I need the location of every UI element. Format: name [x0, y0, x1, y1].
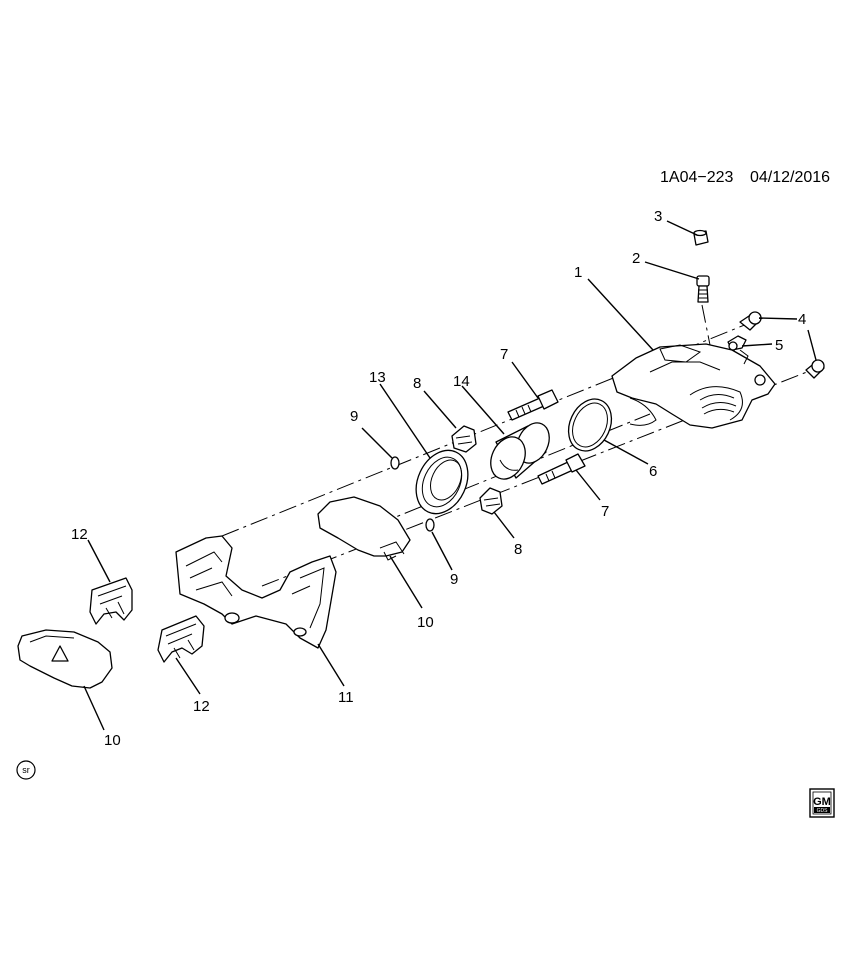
callout-2: 2 [632, 250, 640, 267]
caliper-piston [490, 422, 550, 480]
guide-pin-lower [537, 453, 586, 485]
caliper-bracket [175, 535, 337, 649]
warning-triangle-icon [51, 645, 69, 662]
callout-5: 5 [775, 337, 783, 354]
callout-9-lower: 9 [450, 571, 458, 588]
callout-9-upper: 9 [350, 408, 358, 425]
callout-4-upper: 4 [798, 311, 806, 328]
callout-6: 6 [649, 463, 657, 480]
caliper-bolt-upper [739, 311, 762, 331]
callout-7-lower: 7 [601, 503, 609, 520]
bushing-upper [390, 456, 400, 470]
brake-pad-inner [317, 496, 411, 561]
caliper-housing [611, 343, 776, 429]
corner-badge-text: sr [22, 765, 30, 775]
callout-10-inner-pad: 10 [417, 614, 434, 631]
callout-12-upper: 12 [71, 526, 88, 543]
drawing-code: 1A04−223 [660, 169, 734, 186]
pad-clip-lower [157, 615, 205, 663]
gm-logo-secondary: GDS [817, 808, 829, 814]
guide-pin-upper [507, 389, 559, 421]
brake-pad-outer [17, 629, 113, 689]
piston-dust-seal [415, 449, 469, 515]
brake-hose-fitting [727, 335, 747, 351]
leader-lines [83, 220, 817, 731]
drawing-date: 04/12/2016 [750, 169, 830, 186]
callout-1: 1 [574, 264, 582, 281]
callout-13: 13 [369, 369, 386, 386]
bleeder-cap [693, 229, 709, 246]
corner-badge: sr [16, 760, 36, 780]
callout-7-upper: 7 [500, 346, 508, 363]
bleeder-valve [696, 275, 710, 303]
callout-8-upper: 8 [413, 375, 421, 392]
piston-seal-ring [567, 398, 613, 452]
caliper-bolt-lower [805, 359, 825, 379]
gm-logo-primary: GM [813, 796, 831, 808]
callout-10-outer-pad: 10 [104, 732, 121, 749]
guide-pin-boot-upper [451, 425, 477, 453]
pad-clip-upper [89, 577, 133, 625]
bushing-lower [425, 518, 435, 532]
gm-logo: GM GDS [809, 788, 835, 818]
callout-11: 11 [338, 689, 354, 706]
callout-14: 14 [453, 373, 470, 390]
callout-3: 3 [654, 208, 662, 225]
guide-pin-boot-lower [479, 487, 503, 515]
callout-12-lower: 12 [193, 698, 210, 715]
callout-labels: 1 2 3 4 4 5 6 7 7 8 8 9 9 10 10 11 12 12… [71, 208, 806, 749]
callout-8-lower: 8 [514, 541, 522, 558]
